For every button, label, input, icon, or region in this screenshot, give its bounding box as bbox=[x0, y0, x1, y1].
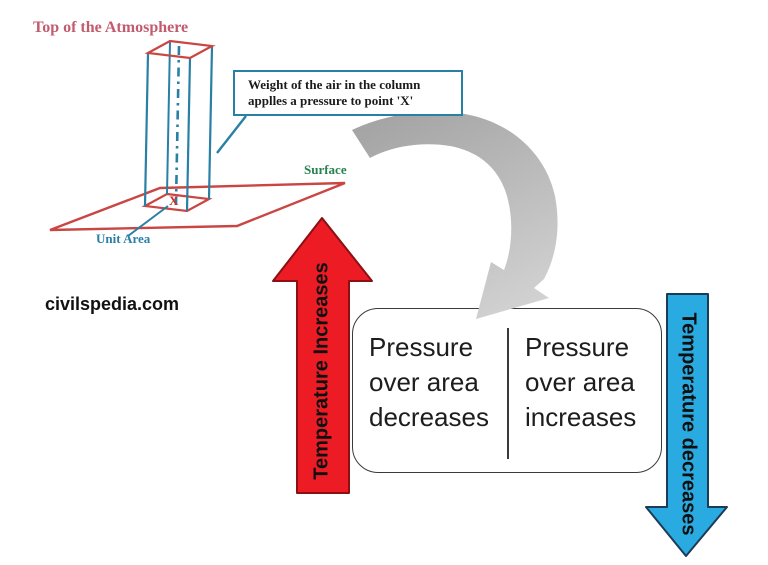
pressure-right-line3: increases bbox=[525, 402, 637, 432]
air-column-top-face bbox=[144, 39, 216, 60]
pressure-right-line2: over area bbox=[525, 367, 635, 397]
pressure-decreases-text: Pressure over area decreases bbox=[369, 330, 489, 435]
pressure-left-line3: decreases bbox=[369, 402, 489, 432]
air-column-edge-back-left bbox=[166, 40, 171, 195]
air-column-edge-front-left bbox=[143, 52, 150, 207]
temperature-decrease-arrow bbox=[645, 293, 728, 557]
air-column-axis-line bbox=[174, 45, 181, 205]
panel-divider bbox=[507, 328, 509, 459]
watermark-text: civilspedia.com bbox=[45, 294, 180, 314]
callout-box: Weight of the air in the column applles … bbox=[233, 70, 463, 116]
pressure-panel: Pressure over area decreases Pressure ov… bbox=[352, 308, 662, 473]
surface-label: Surface bbox=[304, 162, 347, 177]
point-x-marker: X bbox=[169, 193, 179, 208]
pressure-left-line2: over area bbox=[369, 367, 479, 397]
temperature-decrease-label: Temperature decreases bbox=[677, 312, 700, 536]
callout-text-line1: Weight of the air in the column bbox=[248, 77, 421, 92]
pressure-increases-text: Pressure over area increases bbox=[525, 330, 636, 435]
callout-text-line2: applles a pressure to point 'X' bbox=[248, 93, 414, 108]
unit-area-label: Unit Area bbox=[96, 231, 151, 246]
air-column-edge-front-right bbox=[185, 57, 192, 212]
callout-pointer-line bbox=[216, 115, 247, 154]
pressure-left-line1: Pressure bbox=[369, 332, 474, 362]
air-column-edge-back-right bbox=[207, 45, 214, 200]
top-of-atmosphere-label: Top of the Atmosphere bbox=[33, 19, 189, 36]
temperature-increase-label: Temperature Increases bbox=[310, 262, 333, 480]
surface-outline bbox=[49, 181, 346, 232]
pressure-right-line1: Pressure bbox=[525, 332, 630, 362]
unit-area-leader-line bbox=[127, 205, 169, 237]
